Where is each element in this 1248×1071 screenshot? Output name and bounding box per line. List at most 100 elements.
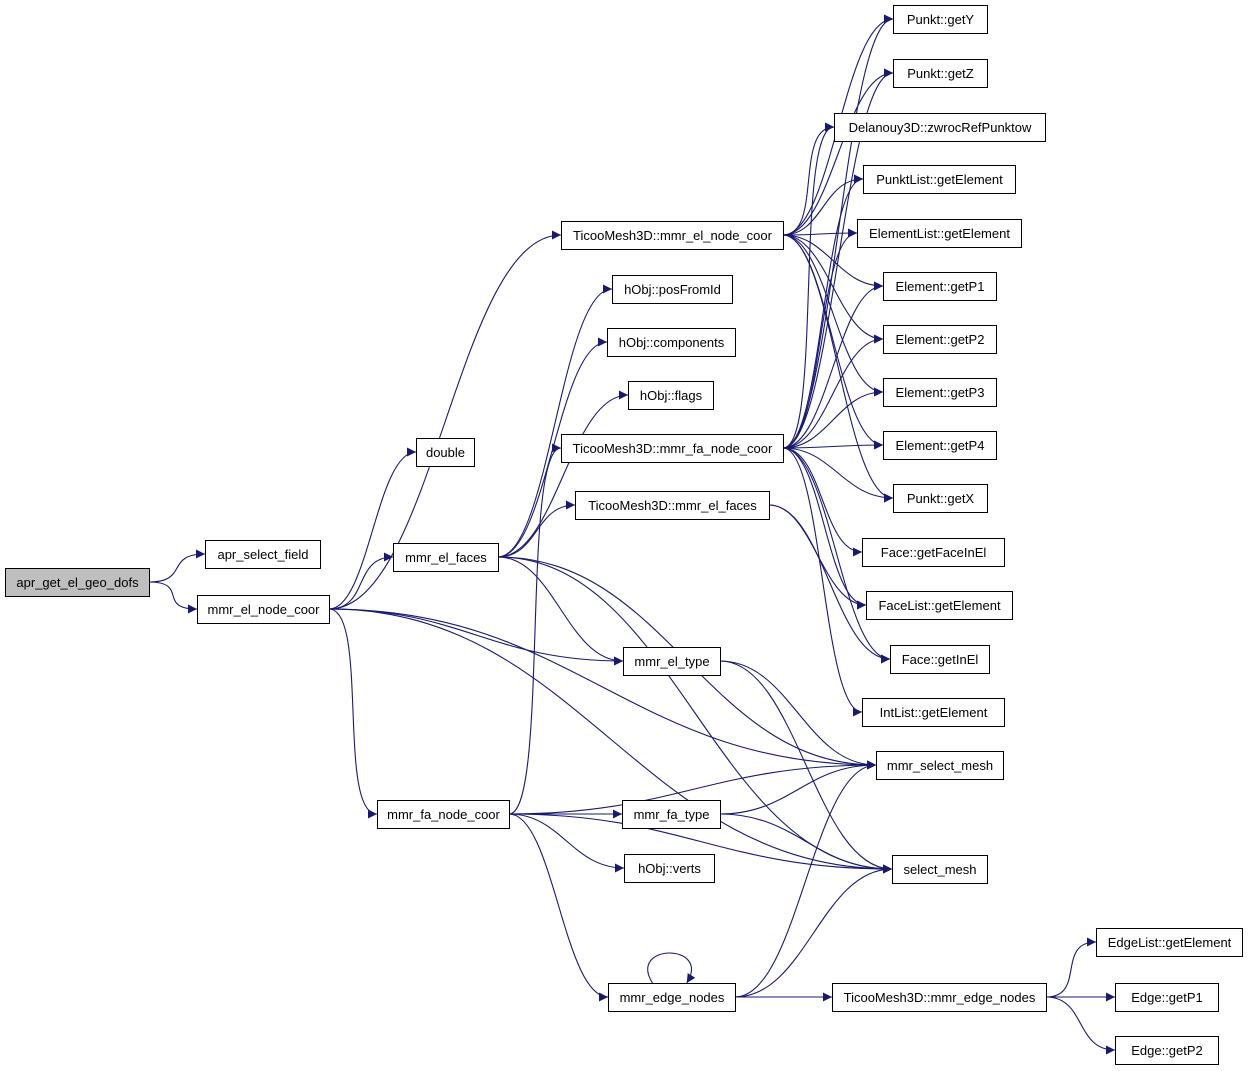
node-tmelfaces[interactable]: TicooMesh3D::mmr_el_faces — [575, 491, 770, 520]
node-getp1[interactable]: Element::getP1 — [883, 272, 997, 301]
node-eltype[interactable]: mmr_el_type — [623, 647, 721, 676]
node-root[interactable]: apr_get_el_geo_dofs — [5, 568, 150, 597]
edge-elnode-to-selmesh — [328, 608, 877, 770]
node-box — [883, 272, 997, 301]
node-box — [893, 484, 988, 513]
node-components[interactable]: hObj::components — [607, 328, 736, 357]
node-label: Punkt::getY — [907, 12, 975, 27]
node-elnode[interactable]: mmr_el_node_coor — [197, 595, 330, 624]
node-label: mmr_el_node_coor — [207, 602, 320, 617]
edge-tmfanode-to-getp4 — [782, 440, 884, 450]
edge-tmelnode-to-getp3 — [782, 234, 884, 397]
node-double[interactable]: double — [416, 438, 475, 467]
node-label: select_mesh — [904, 862, 977, 877]
edge-elfaces-to-tmelfaces — [497, 500, 576, 558]
node-label: apr_get_el_geo_dofs — [16, 575, 139, 590]
edge-tmfanode-to-facelist — [782, 447, 867, 610]
node-label: FaceList::getElement — [878, 598, 1001, 613]
edge-eltype-to-selectmesh — [719, 660, 893, 874]
node-box — [862, 698, 1005, 727]
node-getp4[interactable]: Element::getP4 — [883, 431, 997, 460]
node-posfromid[interactable]: hObj::posFromId — [612, 275, 733, 304]
node-label: hObj::verts — [638, 861, 701, 876]
node-box — [205, 540, 321, 569]
node-verts[interactable]: hObj::verts — [624, 854, 715, 883]
edge-fatype-to-selmesh — [719, 760, 877, 815]
node-box — [5, 568, 150, 597]
node-aprsel[interactable]: apr_select_field — [205, 540, 321, 569]
node-box — [612, 275, 733, 304]
node-tmelnode[interactable]: TicooMesh3D::mmr_el_node_coor — [561, 221, 784, 250]
node-label: TicooMesh3D::mmr_el_node_coor — [573, 228, 773, 243]
edge-fanode-to-edgenodes — [508, 813, 609, 1002]
node-label: Edge::getP2 — [1131, 1043, 1203, 1058]
edge-tmelfaces-to-getinel — [768, 504, 891, 664]
node-box — [876, 751, 1004, 780]
edge-edgenodes-to-selmesh — [734, 760, 877, 998]
edge-fanode-to-tmfanode — [508, 443, 562, 815]
node-label: Punkt::getX — [907, 491, 975, 506]
node-label: IntList::getElement — [880, 705, 988, 720]
node-label: apr_select_field — [217, 547, 308, 562]
node-pktlist[interactable]: PunktList::getElement — [863, 165, 1016, 194]
node-getz[interactable]: Punkt::getZ — [893, 59, 988, 88]
edge-tmfanode-to-getp2 — [782, 334, 884, 449]
node-fanode[interactable]: mmr_fa_node_coor — [377, 800, 510, 829]
node-getx[interactable]: Punkt::getX — [893, 484, 988, 513]
node-flags[interactable]: hObj::flags — [628, 381, 714, 410]
node-tmfanode[interactable]: TicooMesh3D::mmr_fa_node_coor — [561, 434, 784, 463]
edge-tmfanode-to-getfaceinel — [782, 447, 863, 557]
node-label: Element::getP2 — [896, 332, 985, 347]
node-edgenodes[interactable]: mmr_edge_nodes — [608, 983, 736, 1012]
node-selectmesh[interactable]: select_mesh — [892, 855, 988, 884]
edge-tmfanode-to-delan — [782, 122, 835, 449]
edge-tmfanode-to-getx — [782, 447, 894, 503]
node-box — [623, 647, 721, 676]
node-box — [893, 59, 988, 88]
node-box — [377, 800, 510, 829]
node-selmesh[interactable]: mmr_select_mesh — [876, 751, 1004, 780]
node-delan[interactable]: Delanouy3D::zwrocRefPunktow — [834, 113, 1046, 142]
node-label: Edge::getP1 — [1131, 990, 1203, 1005]
node-label: TicooMesh3D::mmr_fa_node_coor — [573, 441, 773, 456]
node-getp2[interactable]: Element::getP2 — [883, 325, 997, 354]
node-facelist[interactable]: FaceList::getElement — [866, 591, 1013, 620]
edge-tmfanode-to-getp3 — [782, 387, 884, 449]
node-edgep2[interactable]: Edge::getP2 — [1115, 1036, 1219, 1065]
node-fatype[interactable]: mmr_fa_type — [622, 800, 721, 829]
edge-tmedge-to-edgep2 — [1045, 996, 1116, 1055]
edge-tmelnode-to-delan — [782, 122, 835, 236]
node-getp3[interactable]: Element::getP3 — [883, 378, 997, 407]
node-box — [624, 854, 715, 883]
node-label: EdgeList::getElement — [1108, 935, 1232, 950]
node-intlist[interactable]: IntList::getElement — [862, 698, 1005, 727]
node-ellist[interactable]: ElementList::getElement — [857, 219, 1022, 248]
node-box — [892, 855, 988, 884]
node-label: Element::getP4 — [896, 438, 985, 453]
node-box — [893, 5, 988, 34]
node-getfaceinel[interactable]: Face::getFaceInEl — [862, 538, 1005, 567]
edge-elnode-to-selectmesh — [328, 608, 893, 874]
node-box — [607, 328, 736, 357]
node-box — [628, 381, 714, 410]
node-label: Face::getInEl — [902, 652, 979, 667]
edge-tmelnode-to-getz — [782, 68, 894, 236]
node-box — [832, 983, 1047, 1012]
node-edgelist[interactable]: EdgeList::getElement — [1096, 928, 1243, 957]
edge-root-to-elnode — [148, 581, 198, 614]
node-label: mmr_fa_type — [634, 807, 710, 822]
node-gety[interactable]: Punkt::getY — [893, 5, 988, 34]
edge-root-to-aprsel — [148, 549, 206, 583]
node-label: mmr_fa_node_coor — [387, 807, 500, 822]
edge-tmelnode-to-getp1 — [782, 234, 884, 291]
node-label: mmr_edge_nodes — [620, 990, 725, 1005]
node-elfaces[interactable]: mmr_el_faces — [393, 543, 499, 572]
edge-tmfanode-to-getinel — [782, 447, 891, 664]
node-label: Element::getP3 — [896, 385, 985, 400]
edge-tmelnode-to-getp2 — [782, 234, 884, 344]
node-tmedge[interactable]: TicooMesh3D::mmr_edge_nodes — [832, 983, 1047, 1012]
node-getinel[interactable]: Face::getInEl — [890, 645, 990, 674]
node-label: mmr_el_faces — [405, 550, 487, 565]
node-edgep1[interactable]: Edge::getP1 — [1115, 983, 1219, 1012]
edge-elfaces-to-flags — [497, 390, 629, 558]
